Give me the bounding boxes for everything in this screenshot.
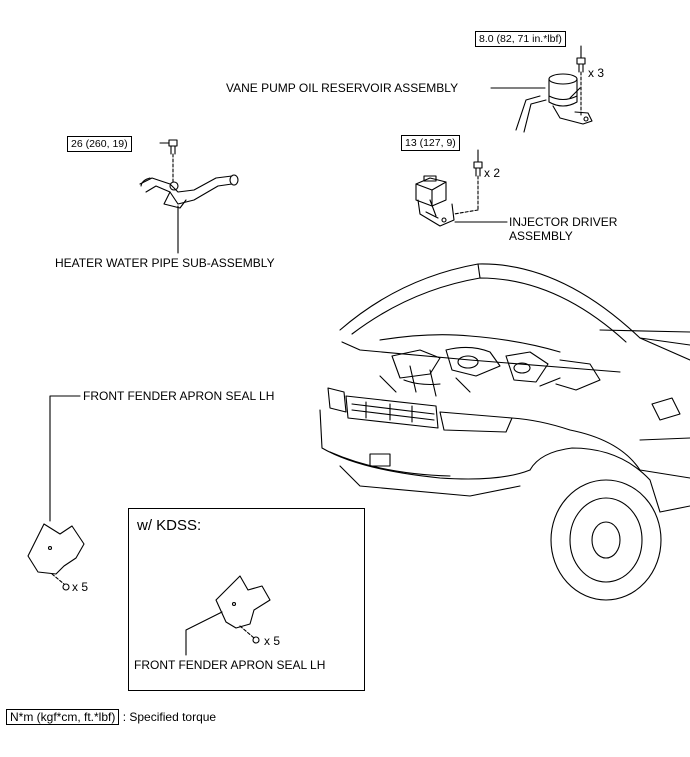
apron-seal-clip <box>51 573 70 591</box>
apron-seal-part <box>27 523 85 575</box>
injector-part <box>415 175 455 227</box>
apron-seal-label: FRONT FENDER APRON SEAL LH <box>83 389 275 403</box>
kdss-inset: w/ KDSS: <box>128 508 365 691</box>
apron-clip-count: x 5 <box>72 580 89 594</box>
reservoir-torque-spec: 8.0 (82, 71 in.*lbf) <box>475 31 566 47</box>
kdss-apron-seal-label: FRONT FENDER APRON SEAL LH <box>134 658 326 672</box>
legend-meaning: : Specified torque <box>122 710 217 724</box>
heater-pipe-part <box>139 174 239 209</box>
injector-torque-spec: 13 (127, 9) <box>401 135 460 151</box>
reservoir-bolt <box>576 57 586 116</box>
kdss-apron-seal-part <box>215 575 271 629</box>
apron-label-leader <box>49 395 81 522</box>
reservoir-bolt-count: x 3 <box>588 66 605 80</box>
kdss-apron-label-leader <box>185 611 223 656</box>
heater-pipe-bolt <box>168 139 178 183</box>
vehicle-illustration <box>319 263 690 601</box>
heater-pipe-torque-spec: 26 (260, 19) <box>67 136 132 152</box>
injector-bolt <box>453 161 483 215</box>
kdss-title: w/ KDSS: <box>137 517 202 534</box>
reservoir-part <box>515 73 593 133</box>
injector-bolt-count: x 2 <box>484 166 501 180</box>
injector-label: INJECTOR DRIVER ASSEMBLY <box>509 215 618 243</box>
kdss-apron-clip-count: x 5 <box>264 634 281 648</box>
kdss-apron-seal-clip <box>239 625 260 644</box>
reservoir-label: VANE PUMP OIL RESERVOIR ASSEMBLY <box>226 81 459 95</box>
heater-pipe-label: HEATER WATER PIPE SUB-ASSEMBLY <box>55 256 275 270</box>
torque-legend: N*m (kgf*cm, ft.*lbf) : Specified torque <box>6 709 217 725</box>
legend-unit-box: N*m (kgf*cm, ft.*lbf) <box>6 709 120 725</box>
